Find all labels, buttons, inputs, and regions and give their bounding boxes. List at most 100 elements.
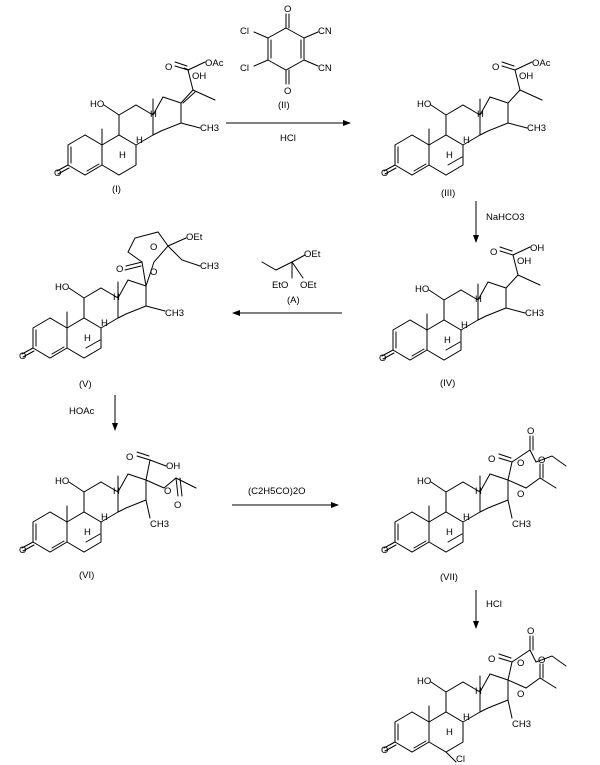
- atom-label: O: [488, 654, 495, 665]
- atom-label: CH3: [165, 308, 184, 319]
- atom-label: H: [446, 727, 453, 738]
- atom-label: CH3: [527, 123, 546, 134]
- atom-label: O: [490, 247, 497, 258]
- atom-label: OAc: [532, 58, 551, 69]
- atom-label: Cl: [456, 754, 465, 765]
- atom-label: H: [446, 150, 453, 161]
- atom-label: O: [381, 745, 388, 756]
- atom-label: OEt: [304, 249, 321, 260]
- atom-label: OH: [166, 461, 180, 472]
- atom-label: OH: [517, 256, 531, 267]
- compound-label: (III): [441, 188, 455, 199]
- atom-label: O: [284, 86, 291, 97]
- atom-label: HO: [417, 476, 431, 487]
- atom-label: O: [517, 458, 524, 469]
- atom-label: O: [126, 452, 133, 463]
- compound-I: HO O OH OAc CH3 H H H O (I): [54, 58, 224, 195]
- atom-label: O: [165, 62, 172, 73]
- atom-label: O: [538, 455, 545, 466]
- compound-III: HO O OH OAc CH3 H H H O (III): [381, 58, 551, 199]
- compound-label: (A): [287, 295, 300, 306]
- atom-label: O: [379, 353, 386, 364]
- atom-label: O: [538, 655, 545, 666]
- compound-label: (I): [112, 184, 121, 195]
- atom-label: HO: [55, 476, 69, 487]
- reagent-hcl-1: HCl: [280, 133, 296, 144]
- compound-VI: HO O OH O O CH3 H H H O (VI): [19, 451, 197, 581]
- compound-label: (V): [79, 379, 92, 390]
- atom-label: H: [475, 486, 482, 497]
- atom-label: OH: [192, 71, 206, 82]
- atom-label: O: [381, 545, 388, 556]
- atom-label: O: [150, 267, 157, 278]
- atom-label: O: [164, 486, 171, 497]
- atom-label: CH3: [200, 261, 219, 272]
- atom-label: O: [517, 658, 524, 669]
- atom-label: H: [463, 512, 470, 523]
- atom-label: O: [116, 264, 123, 275]
- atom-label: O: [150, 242, 157, 253]
- atom-label: HO: [415, 284, 429, 295]
- compound-VII: HO O O O O O CH3 H H H O (VII): [381, 426, 567, 583]
- atom-label: HO: [417, 99, 431, 110]
- atom-label: H: [444, 335, 451, 346]
- reagent-anhydride: (C2H5CO)2O: [248, 486, 306, 497]
- atom-label: HO: [55, 282, 69, 293]
- reagent-II: O O Cl Cl CN CN (II): [240, 4, 332, 111]
- atom-label: H: [136, 135, 143, 146]
- atom-label: H: [84, 527, 91, 538]
- reagent-hcl-2: HCl: [486, 599, 502, 610]
- atom-label: H: [446, 527, 453, 538]
- atom-label: CN: [318, 63, 332, 74]
- atom-label: CH3: [512, 519, 531, 530]
- atom-label: O: [517, 489, 524, 500]
- atom-label: H: [477, 109, 484, 120]
- atom-label: H: [475, 294, 482, 305]
- atom-label: OAc: [205, 58, 224, 69]
- atom-label: CH3: [150, 519, 169, 530]
- atom-label: O: [527, 426, 534, 437]
- atom-label: HO: [90, 99, 104, 110]
- atom-label: OEt: [186, 232, 203, 243]
- atom-label: Cl: [240, 63, 249, 74]
- atom-label: H: [463, 135, 470, 146]
- atom-label: O: [19, 545, 26, 556]
- compound-V: HO O O O OEt CH3 CH3 H H H O (V): [19, 231, 219, 390]
- atom-label: CH3: [512, 719, 531, 730]
- compound-label: (VI): [79, 570, 94, 581]
- atom-label: OH: [530, 243, 544, 254]
- compound-IV: HO O OH OH CH3 H H H O (IV): [379, 243, 544, 389]
- atom-label: HO: [417, 676, 431, 687]
- atom-label: O: [488, 454, 495, 465]
- atom-label: O: [527, 626, 534, 637]
- atom-label: H: [150, 109, 157, 120]
- atom-label: O: [54, 168, 61, 179]
- atom-label: EtO: [272, 280, 288, 291]
- atom-label: O: [517, 689, 524, 700]
- atom-label: H: [113, 292, 120, 303]
- atom-label: H: [84, 333, 91, 344]
- atom-label: CN: [318, 26, 332, 37]
- atom-label: O: [381, 168, 388, 179]
- atom-label: CH3: [200, 123, 219, 134]
- atom-label: H: [113, 486, 120, 497]
- atom-label: O: [174, 500, 181, 511]
- atom-label: OH: [519, 71, 533, 82]
- atom-label: H: [101, 318, 108, 329]
- atom-label: OEt: [300, 280, 317, 291]
- compound-label: (IV): [440, 378, 455, 389]
- atom-label: H: [101, 512, 108, 523]
- reagent-nahco3: NaHCO3: [486, 212, 525, 223]
- reagent-A: OEt EtO OEt (A): [261, 249, 321, 306]
- compound-label: (VII): [440, 572, 458, 583]
- atom-label: H: [475, 686, 482, 697]
- atom-label: H: [119, 150, 126, 161]
- reagent-hoac: HOAc: [69, 406, 95, 417]
- compound-label: (II): [278, 100, 290, 111]
- atom-label: CH3: [525, 308, 544, 319]
- atom-label: H: [463, 712, 470, 723]
- atom-label: O: [284, 4, 291, 15]
- atom-label: O: [492, 62, 499, 73]
- atom-label: O: [19, 351, 26, 362]
